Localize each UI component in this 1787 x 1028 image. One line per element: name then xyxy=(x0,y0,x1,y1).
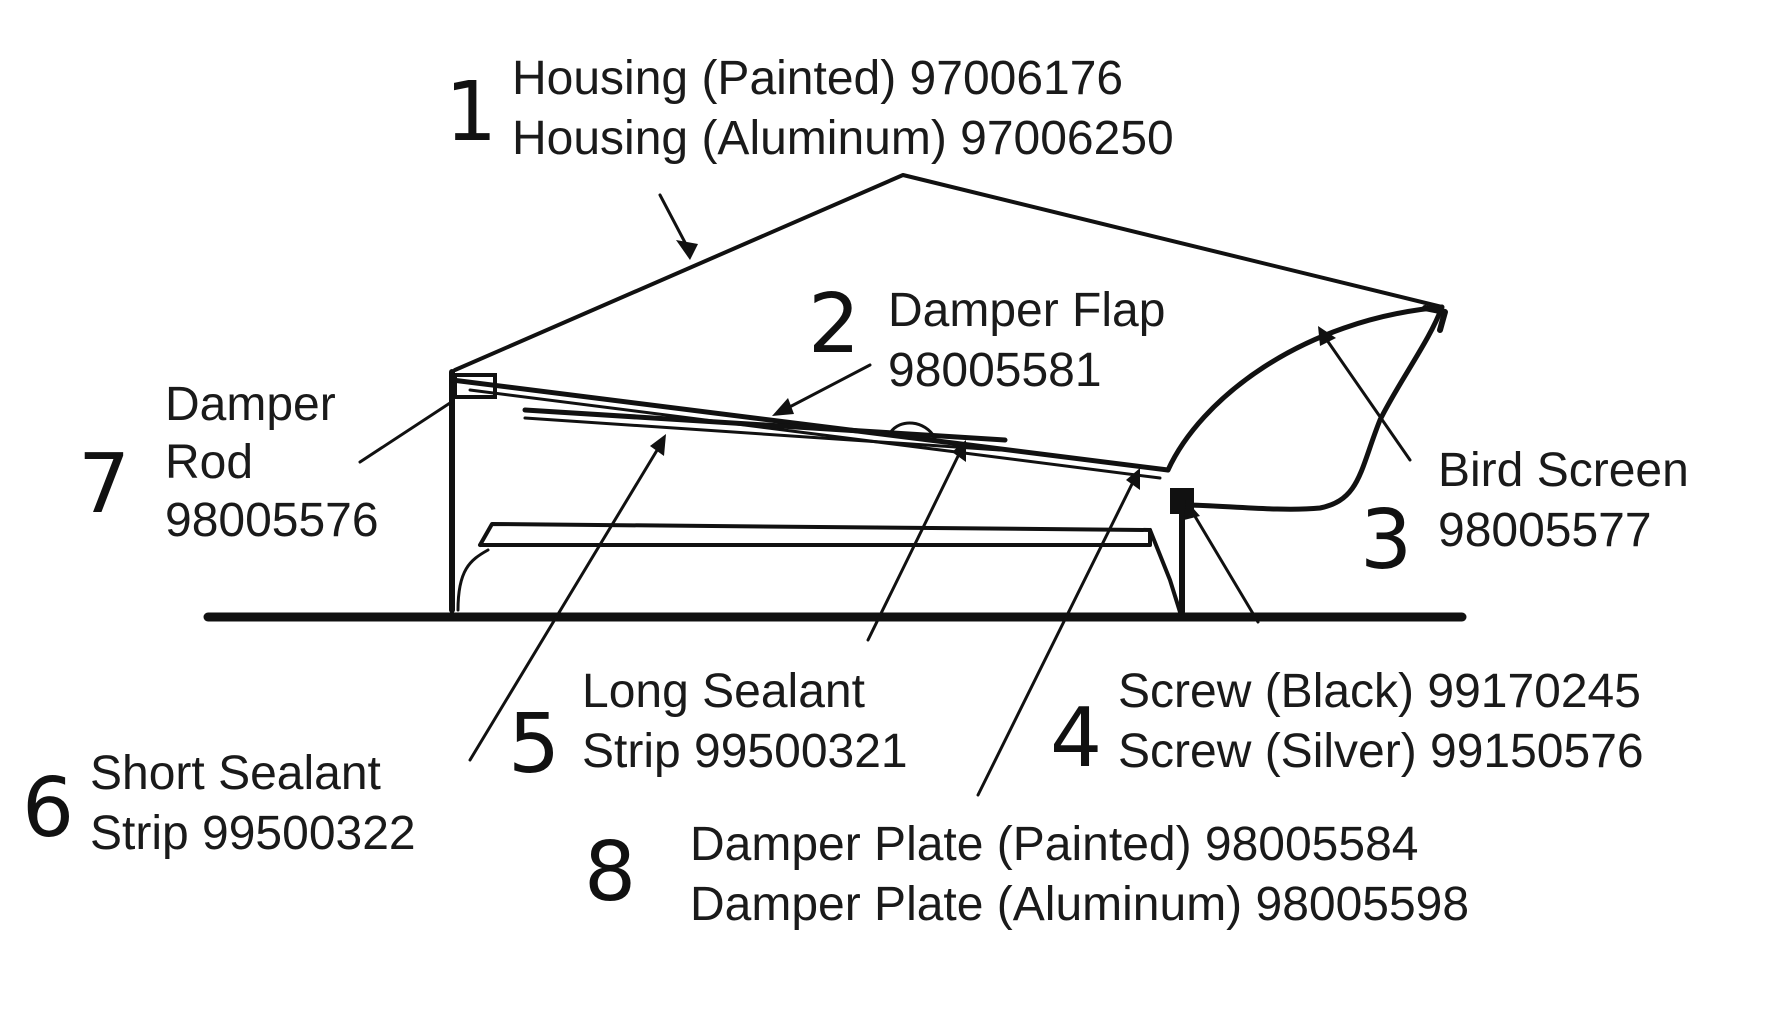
part-1-label-line2: Housing (Aluminum) 97006250 xyxy=(512,112,1174,165)
damper-rod-end xyxy=(453,373,497,399)
arrow-3 xyxy=(1318,326,1336,346)
part-3-label-line1: Bird Screen xyxy=(1438,444,1689,497)
leader-7 xyxy=(358,401,452,464)
flap-bump xyxy=(888,421,937,440)
housing-tip xyxy=(1422,305,1448,333)
part-6-number: 6 xyxy=(22,761,74,856)
damper-plate xyxy=(468,388,1162,480)
inner-tray-right xyxy=(1148,528,1182,614)
part-2-label-line2: 98005581 xyxy=(888,344,1102,397)
part-8-label-line2: Damper Plate (Aluminum) 98005598 xyxy=(690,878,1469,931)
arrow-6 xyxy=(650,434,666,456)
part-4-label-line1: Screw (Black) 99170245 xyxy=(1118,665,1641,718)
part-6-label-line1: Short Sealant xyxy=(90,747,381,800)
part-5-number: 5 xyxy=(508,697,560,792)
part-8-number: 8 xyxy=(584,825,636,920)
part-8-label-line1: Damper Plate (Painted) 98005584 xyxy=(690,818,1418,871)
sealant-strip-long xyxy=(522,407,1008,443)
arrow-8 xyxy=(1126,468,1140,490)
part-4-label-line2: Screw (Silver) 99150576 xyxy=(1118,725,1644,778)
leader-8 xyxy=(976,474,1138,797)
leader-5 xyxy=(866,446,964,642)
part-5-label-line2: Strip 99500321 xyxy=(582,725,908,778)
part-7-number: 7 xyxy=(78,437,130,532)
inner-tray xyxy=(478,522,1152,547)
part-2-label-line1: Damper Flap xyxy=(888,284,1165,337)
part-1-label-line1: Housing (Painted) 97006176 xyxy=(512,52,1123,105)
part-5-label-line1: Long Sealant xyxy=(582,665,865,718)
leader-3 xyxy=(1320,331,1412,462)
part-3-number: 3 xyxy=(1360,493,1412,588)
housing-outline xyxy=(453,173,1444,372)
part-7-label-line1: Damper xyxy=(165,378,336,431)
part-4-number: 4 xyxy=(1050,691,1102,786)
leader-6 xyxy=(468,440,664,762)
arrow-5 xyxy=(952,440,966,462)
part-3-label-line2: 98005577 xyxy=(1438,504,1652,557)
sealant-strip-short xyxy=(523,416,1002,452)
part-7-label-line2: Rod xyxy=(165,436,253,489)
damper-flap xyxy=(449,377,1171,473)
leader-4 xyxy=(1188,506,1260,624)
leader-2 xyxy=(778,363,872,414)
housing-left-foot xyxy=(456,548,490,612)
arrow-4 xyxy=(1184,500,1200,520)
part-6-label-line2: Strip 99500322 xyxy=(90,807,416,860)
part-7-label-line3: 98005576 xyxy=(165,494,379,547)
part-2-number: 2 xyxy=(808,277,860,372)
bird-screen-outline xyxy=(1165,304,1445,512)
arrow-2 xyxy=(772,398,794,416)
part-1-number: 1 xyxy=(445,65,497,160)
arrow-1 xyxy=(676,240,698,260)
